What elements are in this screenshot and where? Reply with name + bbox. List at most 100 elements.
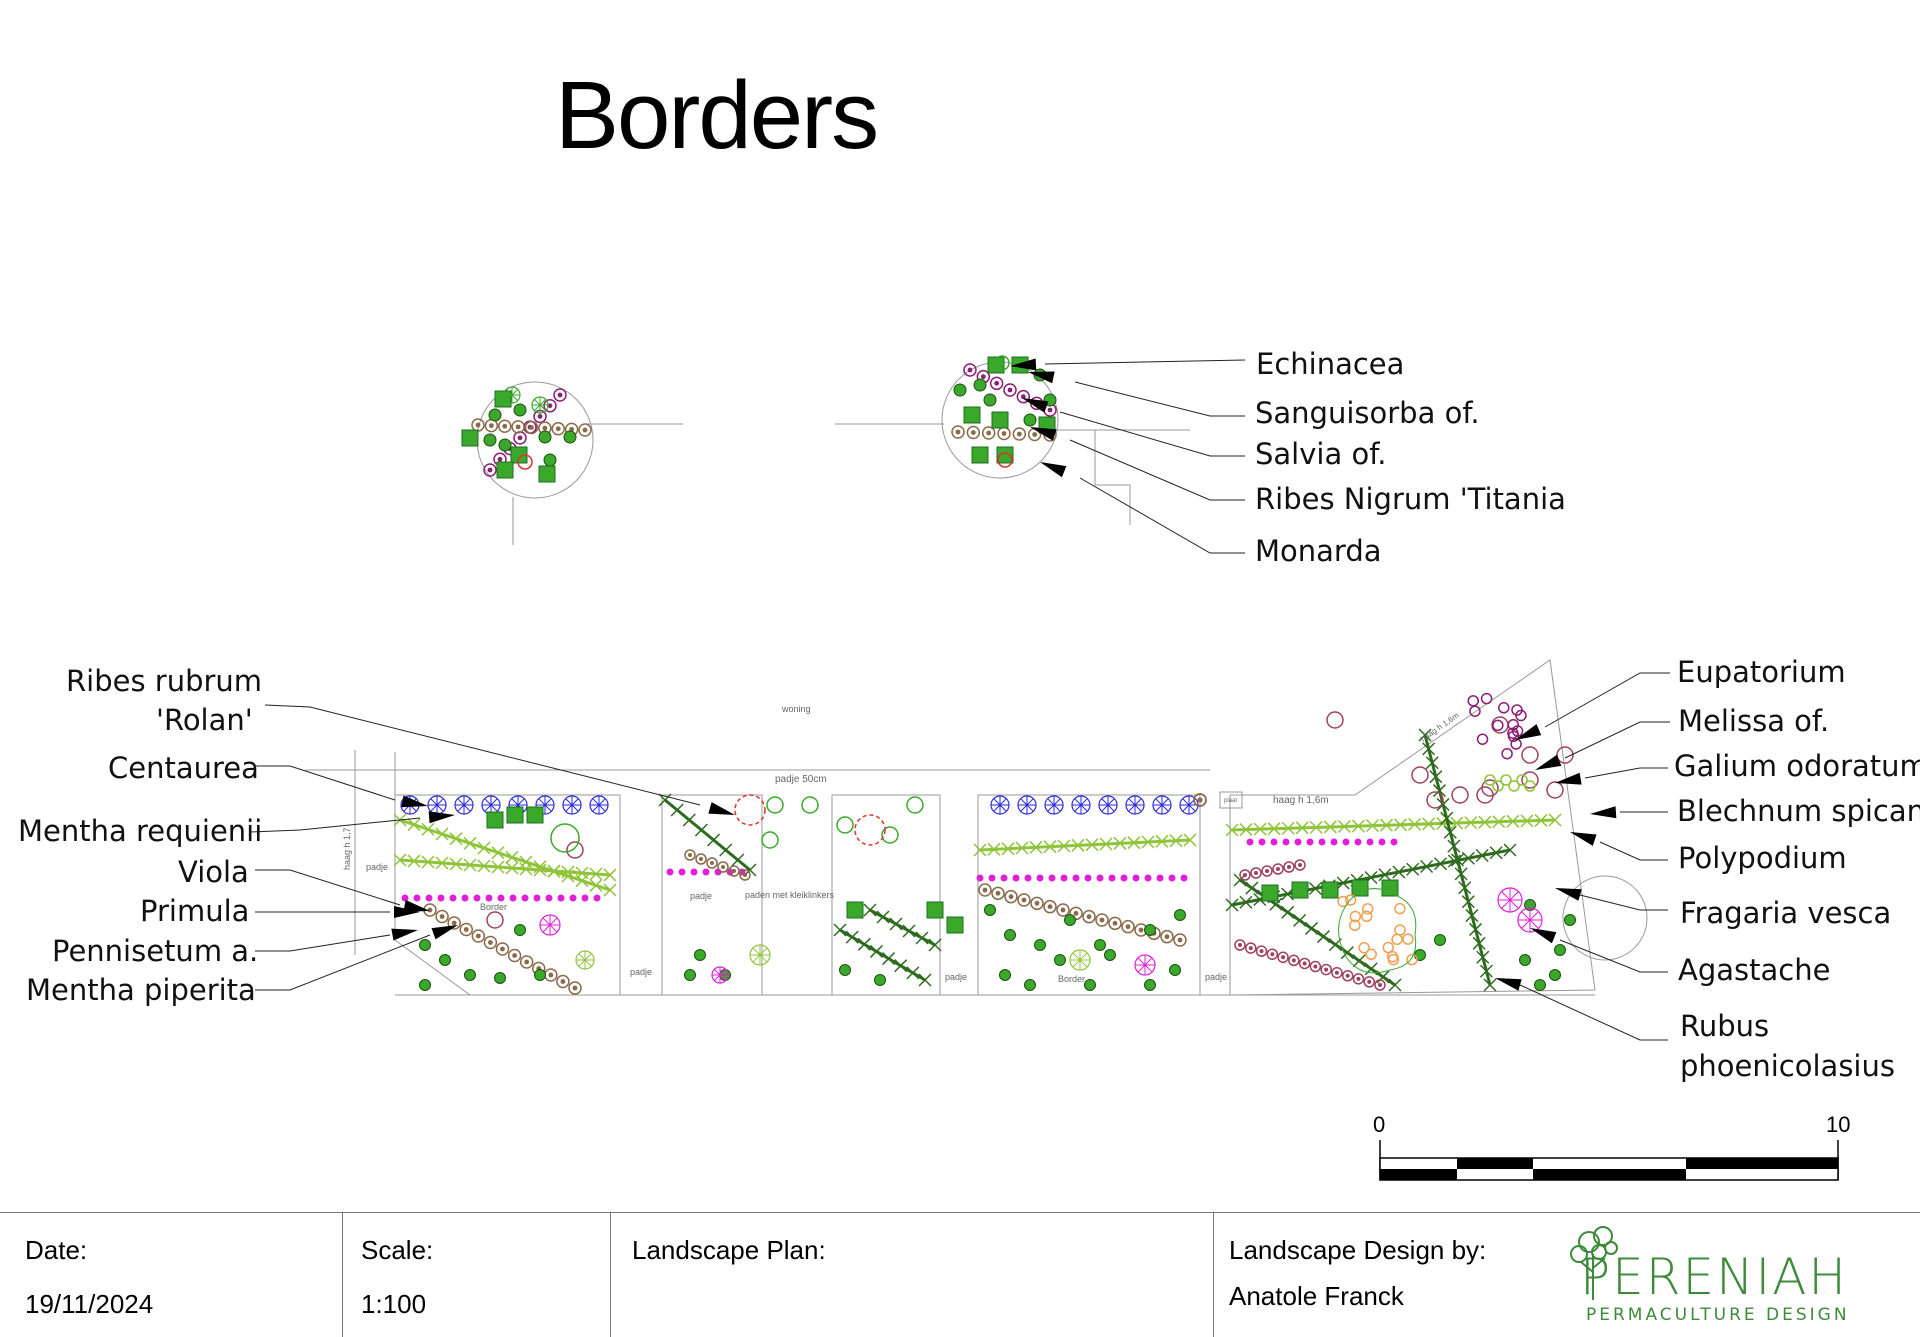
leader-ribes-rubrum [264, 704, 701, 806]
designer-cell: Landscape Design by: Anatole Franck [1214, 1213, 1919, 1337]
fragaria-patch [1338, 888, 1417, 974]
label-blechnum: Blechnum spicant [1677, 794, 1920, 828]
label-echinacea: Echinacea [1256, 347, 1405, 381]
note-padje-3: padje [630, 967, 652, 977]
leader-mentha-requienii-arrow [428, 811, 455, 824]
border-outlines [305, 659, 1648, 996]
purple-chain-2 [963, 363, 977, 377]
leader-galium [1584, 767, 1668, 779]
label-fragaria: Fragaria vesca [1680, 896, 1892, 930]
round-bed-right [835, 361, 1190, 525]
leader-melissa-arrow [1535, 754, 1562, 770]
label-polypodium: Polypodium [1678, 841, 1847, 875]
note-padje-50cm: padje 50cm [775, 774, 827, 785]
page-title: Borders [555, 62, 879, 169]
leader-sanguisorba-arrow [1028, 371, 1055, 384]
leader-rubus [1519, 984, 1668, 1041]
leader-blechnum-arrow [1590, 806, 1617, 819]
date-value: 19/11/2024 [25, 1289, 154, 1319]
note-haag-16b: haag h 1,6m [1419, 711, 1461, 744]
leader-lines [249, 358, 1670, 1041]
leader-rubus-arrow [1495, 978, 1522, 991]
note-woning: woning [781, 704, 811, 714]
design-label: Landscape Design by: [1229, 1235, 1487, 1265]
leader-salvia [1059, 411, 1245, 457]
label-mentha-piperita: Mentha piperita [26, 973, 256, 1007]
note-border-2: Border [1058, 974, 1085, 984]
leader-echinacea [1044, 359, 1246, 365]
note-padje-5: padje [1205, 972, 1227, 982]
leader-sanguisorba [1074, 381, 1245, 417]
scale-label: Scale: [361, 1235, 434, 1265]
scale-value: 1:100 [361, 1289, 427, 1319]
label-mentha-requienii: Mentha requienii [18, 814, 263, 848]
title-block: Date: 19/11/2024 Scale: 1:100 Landscape … [0, 1212, 1920, 1337]
leader-pennisetum-arrow [391, 928, 418, 941]
note-border-1: Border [480, 902, 507, 912]
label-galium: Galium odoratum [1674, 749, 1920, 783]
leader-monarda-arrow [1040, 462, 1067, 478]
scale-cell: Scale: 1:100 [343, 1213, 611, 1337]
logo-subtitle: PERMACULTURE DESIGN [1586, 1305, 1850, 1325]
label-salvia: Salvia of. [1255, 437, 1387, 471]
leader-polypodium [1599, 841, 1668, 861]
leader-galium-arrow [1555, 772, 1582, 785]
leader-melissa [1564, 721, 1670, 759]
label-ribes-rubrum-1: Ribes rubrum [66, 664, 263, 698]
monarda-circle [734, 794, 766, 826]
leader-pennisetum [255, 934, 391, 952]
plant-symbols [393, 355, 1576, 995]
leader-salvia-arrow [1022, 398, 1049, 413]
note-padje-2: padje [690, 891, 712, 901]
label-eupatorium: Eupatorium [1677, 655, 1846, 689]
leader-ribes-rubrum-arrow [708, 802, 735, 815]
label-monarda: Monarda [1255, 534, 1382, 568]
pereniah-tree-logo [1570, 1226, 1618, 1300]
scale-start: 0 [1373, 1112, 1386, 1137]
label-sanguisorba: Sanguisorba of. [1255, 396, 1480, 430]
purple-chain [483, 463, 497, 477]
designer-name: Anatole Franck [1229, 1281, 1404, 1311]
brown-chain-2 [951, 425, 965, 439]
magenta-row [401, 894, 409, 902]
note-padje-4: padje [945, 972, 967, 982]
site-plan-drawing: woning padje 50cm paden met kleiklinkers… [249, 355, 1839, 1181]
leader-eupatorium-arrow [1515, 724, 1542, 740]
label-pennisetum: Pennisetum a. [52, 934, 259, 968]
label-centaurea: Centaurea [108, 751, 259, 785]
scale-bar [1379, 1140, 1839, 1181]
note-haag-17: haag h 1,7 [342, 827, 352, 870]
leader-viola-arrow [403, 900, 430, 912]
label-ribes-nigrum: Ribes Nigrum 'Titania [1255, 482, 1566, 516]
orange-cluster [1394, 924, 1406, 936]
note-paden: paden met kleiklinkers [745, 890, 835, 900]
label-rubus-2: phoenicolasius [1680, 1049, 1895, 1083]
plan-cell: Landscape Plan: [611, 1213, 1214, 1337]
leader-eupatorium [1544, 672, 1670, 728]
label-viola: Viola [178, 855, 249, 889]
date-label: Date: [25, 1235, 88, 1265]
leader-mentha-piperita [255, 934, 431, 991]
date-cell: Date: 19/11/2024 [0, 1213, 343, 1337]
leader-agastache [1559, 939, 1668, 973]
leader-mentha-requienii [249, 817, 421, 833]
leader-ribes-nigrum [1069, 439, 1245, 501]
logo-name: PERENIAH [1580, 1248, 1849, 1306]
leader-mentha-piperita-arrow [431, 925, 458, 940]
leader-centaurea [255, 765, 396, 801]
leader-fragaria-arrow [1555, 888, 1582, 901]
plan-label: Landscape Plan: [632, 1235, 826, 1265]
note-haag-16: haag h 1,6m [1273, 795, 1329, 806]
leader-centaurea-arrow [401, 795, 428, 808]
label-primula: Primula [140, 894, 250, 928]
label-rubus-1: Rubus [1680, 1009, 1770, 1043]
scale-end: 10 [1826, 1112, 1851, 1137]
leader-echinacea-arrow [1010, 358, 1037, 371]
leader-primula-arrow [394, 906, 420, 918]
leader-viola [255, 869, 401, 906]
label-agastache: Agastache [1678, 953, 1831, 987]
leader-ribes-nigrum-arrow [1030, 427, 1057, 441]
leader-monarda [1079, 477, 1245, 554]
leader-polypodium-arrow [1570, 832, 1597, 846]
note-plaat: plaat [1224, 798, 1237, 804]
